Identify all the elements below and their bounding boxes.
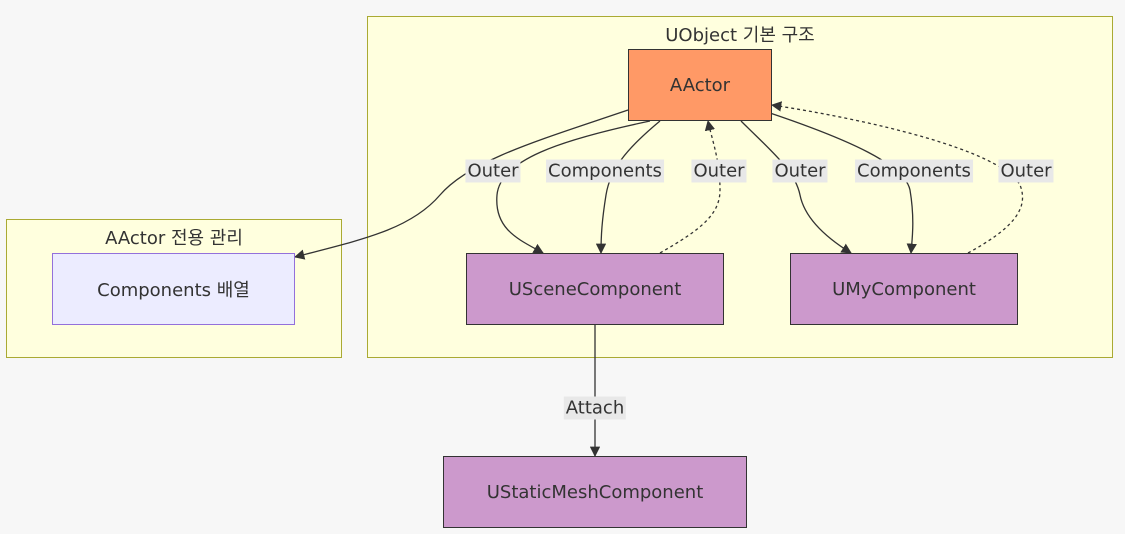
edge-outer-to-umy: [740, 120, 852, 254]
node-components-array[interactable]: Components 배열: [52, 253, 295, 325]
edge-label-components-uscene: Components: [546, 159, 664, 183]
edge-label-components-umy: Components: [855, 159, 973, 183]
edge-outer-to-uscene: [496, 120, 651, 254]
node-ustaticmeshcomponent[interactable]: UStaticMeshComponent: [443, 456, 747, 528]
node-umycomponent[interactable]: UMyComponent: [790, 253, 1018, 325]
edge-uscene-outer-to-aactor: [659, 119, 721, 254]
node-aactor[interactable]: AActor: [628, 49, 772, 121]
edge-label-umy-outer: Outer: [998, 159, 1054, 183]
cluster-aactor-title: AActor 전용 관리: [105, 228, 243, 249]
edge-label-attach: Attach: [563, 396, 627, 420]
cluster-uobject-title: UObject 기본 구조: [665, 25, 815, 46]
edge-label-outer-array: Outer: [465, 159, 521, 183]
edge-outer-to-components-array: [293, 109, 629, 260]
edge-label-outer-umy: Outer: [772, 159, 828, 183]
node-uscenecomponent[interactable]: USceneComponent: [466, 253, 724, 325]
edge-components-to-uscene: [595, 120, 661, 255]
edge-components-to-umy: [769, 112, 917, 255]
edge-label-uscene-outer: Outer: [691, 159, 747, 183]
